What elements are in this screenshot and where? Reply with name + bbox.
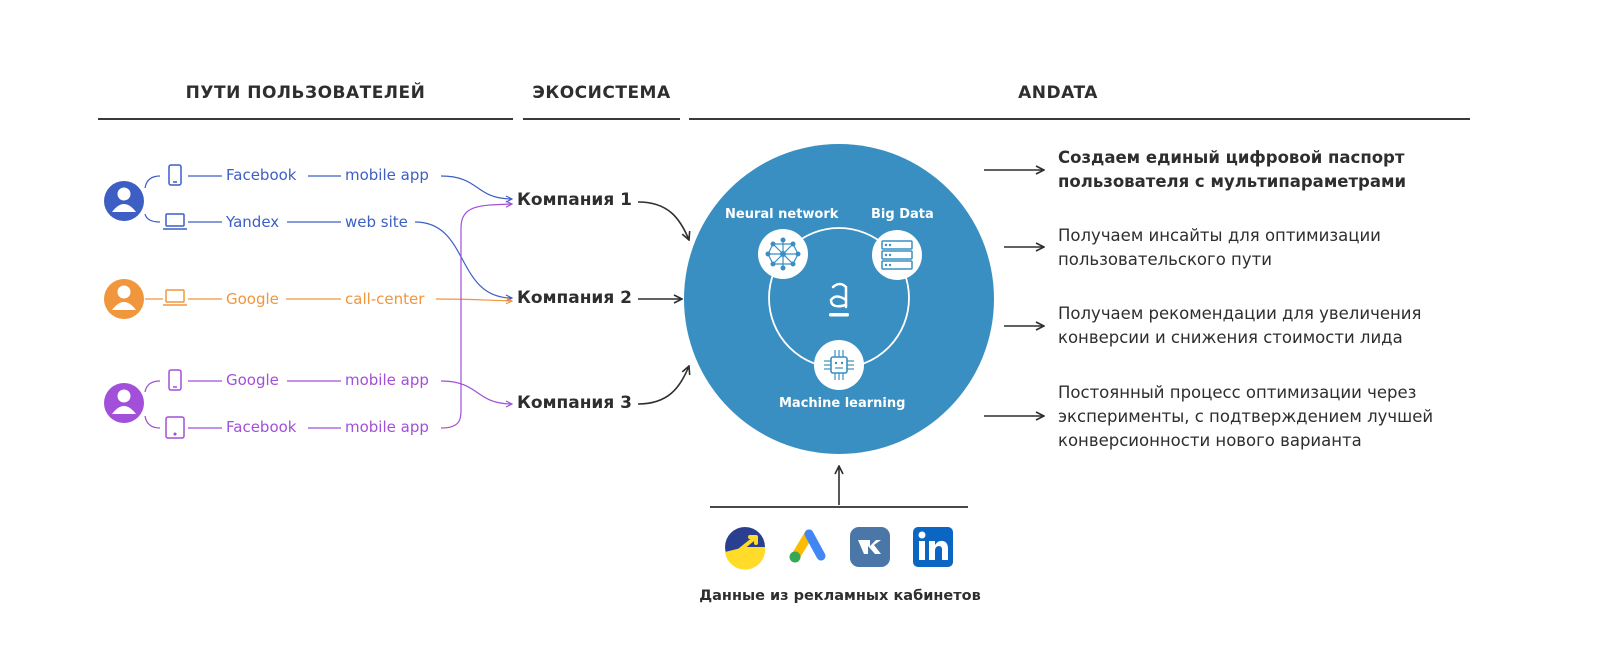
connector-purple-2 bbox=[144, 415, 161, 429]
arrow-company-1-to-core bbox=[637, 201, 689, 240]
connector-blue-2 bbox=[144, 213, 161, 223]
path-source-label: Yandex bbox=[226, 213, 280, 231]
benefit-1: Создаем единый цифровой паспорт пользова… bbox=[1058, 148, 1407, 191]
vk-logo bbox=[850, 527, 890, 567]
arrow-company-3-to-core bbox=[637, 366, 689, 405]
path-channel-label: mobile app bbox=[345, 166, 429, 184]
header-user-paths: ПУТИ ПОЛЬЗОВАТЕЛЕЙ bbox=[185, 83, 426, 103]
path-channel-label: web site bbox=[345, 213, 408, 231]
benefit-3: Получаем рекомендации для увеличения кон… bbox=[1058, 304, 1422, 347]
flow-orange-to-company-2 bbox=[435, 299, 512, 301]
header-divider-andata bbox=[689, 118, 1470, 120]
benefit-4: Постоянный процесс оптимизации через экс… bbox=[1058, 383, 1434, 450]
header-ecosystem: ЭКОСИСТЕМА bbox=[532, 83, 671, 103]
flow-blue-to-company-1 bbox=[440, 175, 512, 199]
company-3-label: Компания 3 bbox=[517, 393, 633, 413]
big-data-label: Big Data bbox=[871, 207, 934, 222]
path-source-label: Facebook bbox=[226, 418, 297, 436]
user-avatar-blue bbox=[104, 181, 144, 221]
neural-network-label: Neural network bbox=[725, 207, 839, 222]
flow-blue-to-company-2 bbox=[414, 221, 512, 298]
machine-learning-icon bbox=[814, 340, 864, 390]
path-channel-label: mobile app bbox=[345, 418, 429, 436]
google-ads-logo bbox=[789, 529, 826, 563]
header-andata: ANDATA bbox=[1018, 83, 1098, 103]
path-source-label: Google bbox=[226, 290, 279, 308]
header-divider-ecosystem bbox=[523, 118, 680, 120]
big-data-icon bbox=[872, 230, 922, 280]
header-divider-user-paths bbox=[98, 118, 513, 120]
connector-purple-1 bbox=[144, 380, 161, 393]
company-1-label: Компания 1 bbox=[517, 190, 633, 210]
andata-core-circle bbox=[684, 144, 994, 454]
benefit-2: Получаем инсайты для оптимизации пользов… bbox=[1058, 226, 1381, 269]
path-source-label: Google bbox=[226, 371, 279, 389]
neural-network-icon bbox=[758, 229, 808, 279]
connector-blue-1 bbox=[144, 175, 161, 189]
smartphone-icon bbox=[168, 164, 182, 186]
path-channel-label: call-center bbox=[345, 290, 425, 308]
user-avatar-orange bbox=[104, 279, 144, 319]
path-channel-label: mobile app bbox=[345, 371, 429, 389]
yandex-direct-logo bbox=[725, 527, 766, 570]
laptop-icon bbox=[163, 213, 187, 230]
tablet-icon bbox=[165, 416, 185, 439]
flow-purple-to-company-1 bbox=[440, 204, 512, 429]
ad-sources-caption: Данные из рекламных кабинетов bbox=[699, 588, 981, 604]
flow-purple-to-company-3 bbox=[440, 380, 512, 404]
andata-logo-icon bbox=[829, 282, 849, 317]
company-2-label: Компания 2 bbox=[517, 288, 633, 308]
laptop-icon bbox=[163, 289, 187, 306]
linkedin-logo bbox=[913, 527, 953, 567]
user-avatar-purple bbox=[104, 383, 144, 423]
path-source-label: Facebook bbox=[226, 166, 297, 184]
smartphone-icon bbox=[168, 369, 182, 391]
machine-learning-label: Machine learning bbox=[779, 396, 906, 411]
